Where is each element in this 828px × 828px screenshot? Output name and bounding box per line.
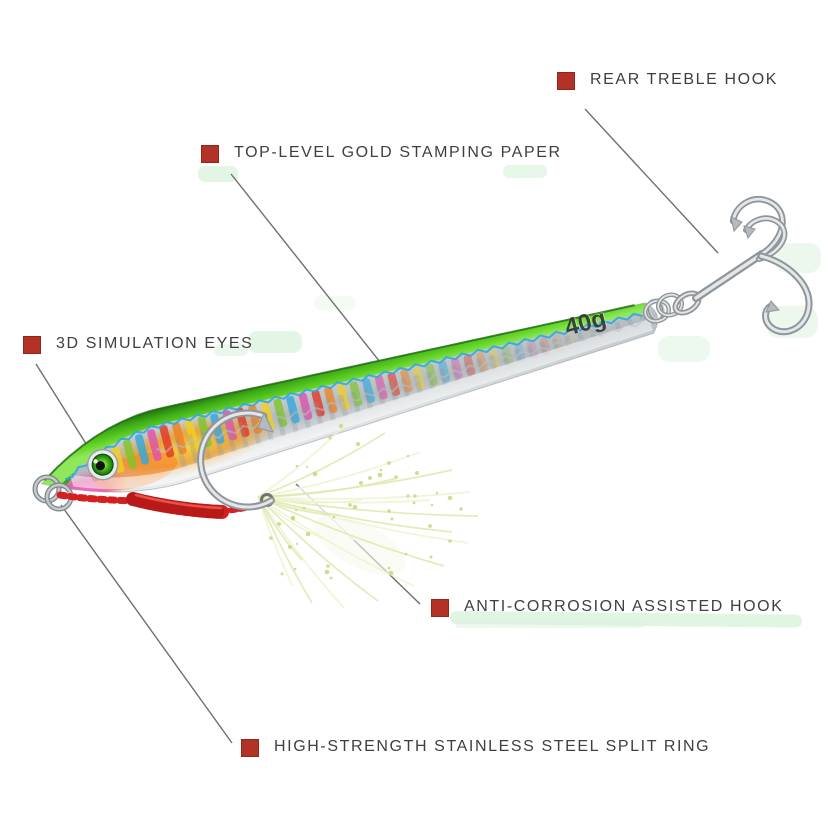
marker-square-icon <box>241 739 259 757</box>
leader-line-gold-stamping <box>230 173 385 368</box>
holographic-stripe-pattern <box>88 331 576 482</box>
lure-body: 40g 40g <box>30 298 665 514</box>
callout-label: 3D SIMULATION EYES <box>56 335 254 352</box>
green-back-band <box>41 302 648 488</box>
lure-3d-eye <box>86 448 119 481</box>
callout-3d-eyes: 3D SIMULATION EYES <box>23 334 253 354</box>
marker-square-icon <box>557 72 575 90</box>
marker-square-icon <box>201 145 219 163</box>
rear-treble-hook <box>672 196 813 336</box>
callout-assist-hook: ANTI-CORROSION ASSISTED HOOK <box>431 597 784 617</box>
callout-label: HIGH-STRENGTH STAINLESS STEEL SPLIT RING <box>274 738 711 755</box>
callout-label: ANTI-CORROSION ASSISTED HOOK <box>464 598 784 615</box>
assist-hook <box>197 409 275 511</box>
feather-flash <box>249 417 479 609</box>
callout-gold-stamping: TOP-LEVEL GOLD STAMPING PAPER <box>201 143 562 163</box>
callout-rear-treble-hook: REAR TREBLE HOOK <box>557 70 778 90</box>
callout-split-ring: HIGH-STRENGTH STAINLESS STEEL SPLIT RING <box>241 737 710 757</box>
serrated-edge <box>64 312 643 481</box>
leader-line-split-ring <box>60 504 233 744</box>
leader-line-rear-treble-hook <box>584 108 719 254</box>
marker-square-icon <box>23 336 41 354</box>
tail-split-ring <box>642 292 685 324</box>
callout-label: TOP-LEVEL GOLD STAMPING PAPER <box>234 144 562 161</box>
callout-label: REAR TREBLE HOOK <box>590 71 779 88</box>
marker-square-icon <box>431 599 449 617</box>
